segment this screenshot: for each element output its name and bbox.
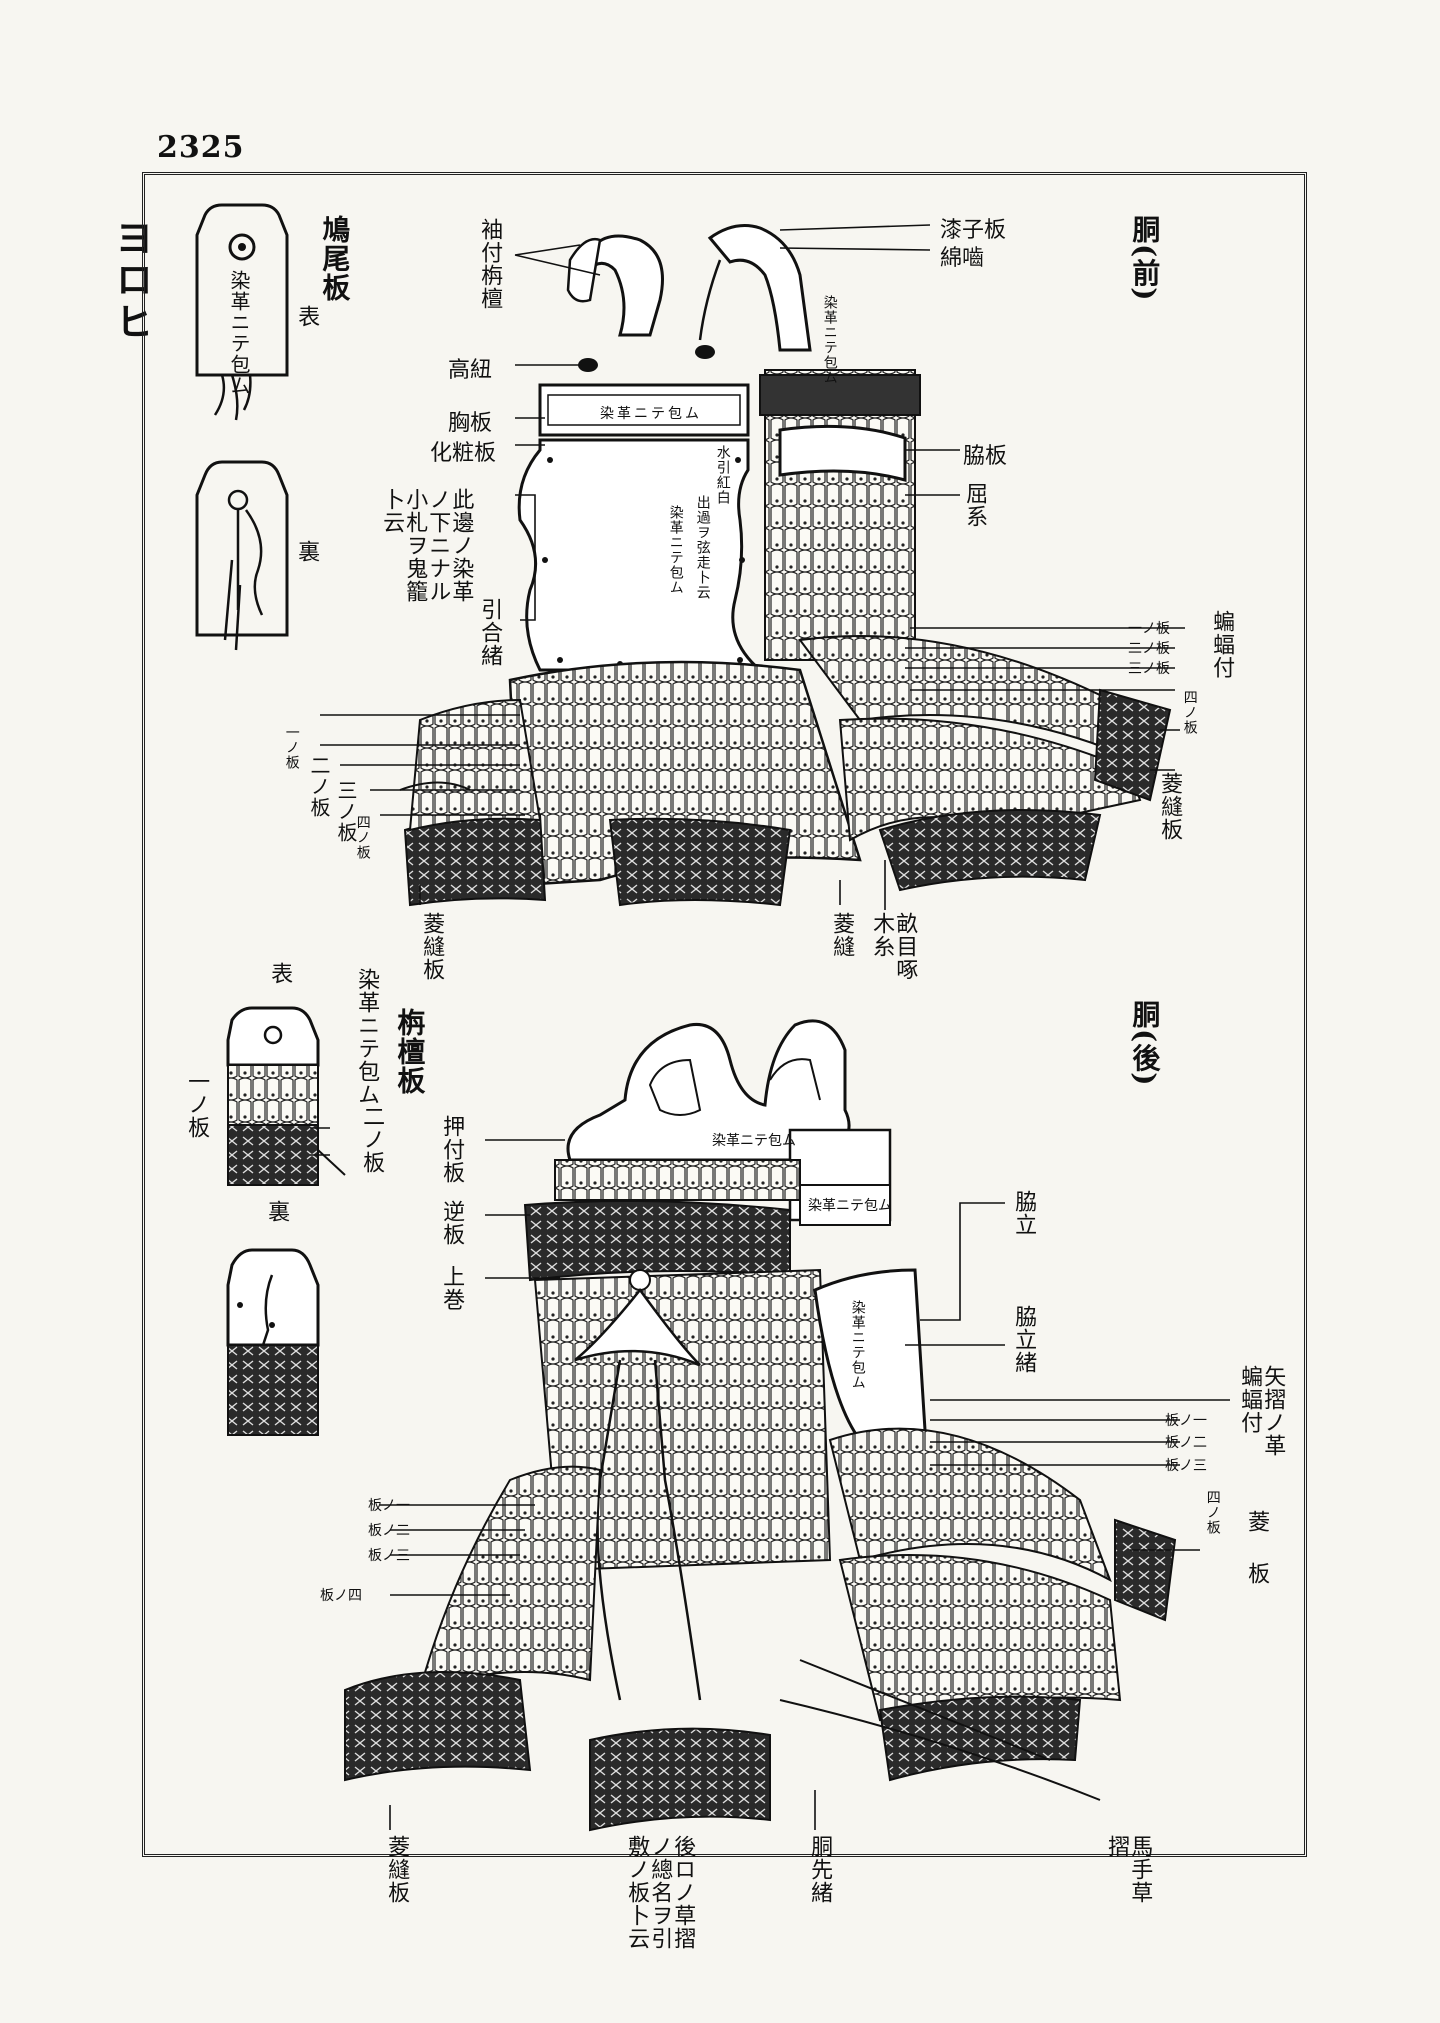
page-number: 2325 (157, 130, 245, 165)
kebiki-ita-label: 化粧板 (430, 441, 497, 466)
sendan-inner-label: 染革ニテ包ム (354, 968, 380, 1106)
watagami-label: 綿嚙 (940, 246, 985, 271)
kusazuri-note: 後ロノ草摺ノ總名ヲ引敷ノ板卜云 (624, 1835, 696, 1950)
oshitsuke-label: 押付板 (439, 1115, 465, 1184)
bottom-leader-lines (310, 1127, 1230, 1830)
sendan-omote-label: 表 (267, 962, 293, 985)
sodetsuke-label: 袖付栴檀 (477, 218, 503, 310)
mizuhiki-note2: 染革ニテ包ム (667, 505, 684, 595)
back-right-plate-1: 板ノ一 (1165, 1413, 1207, 1429)
side-title: ヨロヒ (109, 218, 154, 344)
waki-inner-label: 染革ニテ包ム (821, 295, 838, 385)
back-left-plate-2: 板ノ二 (368, 1523, 410, 1539)
back-inner-label: 染革ニテ包ム (712, 1133, 796, 1149)
do-front-heading: 胴(前) (1128, 215, 1162, 302)
hishinui-right-label: 菱縫板 (1157, 772, 1183, 841)
back-hishinui-label: 菱縫板 (384, 1835, 410, 1904)
left-plate-2: 二ノ板 (307, 755, 331, 818)
do-front-drawing (399, 224, 1172, 907)
wakidate-label: 脇立 (1011, 1190, 1037, 1236)
left-plate-1: 一ノ板 (283, 725, 300, 770)
left-plate-3: 三ノ板 (334, 780, 358, 843)
kyubi-omote-drawing (195, 203, 289, 421)
hishi-right-label: 菱板 (1244, 1510, 1270, 1614)
right-plate-3: 三ノ板 (1128, 661, 1170, 677)
hishinui-mid-label: 菱縫 (829, 912, 855, 958)
kyubi-inner-label: 染革ニテ包ム (227, 270, 251, 396)
left-plate-4: 四ノ板 (354, 815, 371, 860)
kakeo-label: 屈系 (962, 482, 988, 528)
sendan-ura-drawing (226, 1248, 320, 1436)
do-back-heading: 胴(後) (1128, 1000, 1162, 1087)
hishinui-left-label: 菱縫板 (419, 912, 445, 981)
mizuhiki-note: 出過ヲ弦走卜云 (694, 495, 711, 600)
top-leader-lines (320, 224, 1185, 910)
sendan-title: 栴檀板 (393, 1008, 427, 1095)
kyubi-title: 鳩尾板 (318, 215, 352, 302)
wakidate-inner-label: 染革ニテ包ム (849, 1300, 866, 1390)
dosaki-label: 胴先緒 (807, 1835, 833, 1904)
edge-note: 此邊ノ染革ノ下ニナル小札ヲ鬼籠卜云 (379, 488, 474, 603)
wakiita-label: 脇板 (963, 444, 1008, 469)
mizuhiki-label: 水引紅白 (714, 445, 731, 505)
komori-label: 蝙蝠付 (1209, 610, 1235, 679)
back-side-inner-label: 染革ニテ包ム (808, 1198, 892, 1214)
hikiawase-label: 引合緒 (477, 598, 503, 667)
kyubi-ura-label: 裏 (294, 540, 320, 563)
munaita-inner: 染革ニテ包ム (600, 406, 702, 422)
kyubi-ura-drawing (195, 460, 289, 651)
zoreita-label: 漆子板 (940, 218, 1007, 243)
right-plate-2: 二ノ板 (1128, 641, 1170, 657)
mate-kusazuri-label: 馬手草摺 (1104, 1835, 1153, 1904)
right-plate-1: 一ノ板 (1128, 621, 1170, 637)
sendan-ura-label: 裏 (264, 1200, 290, 1223)
sendan-ni-label: 二ノ板 (359, 1105, 385, 1174)
back-right-plate-4: 四ノ板 (1204, 1490, 1221, 1535)
plate-frame (142, 172, 1307, 1857)
right-plate-4: 四ノ板 (1181, 690, 1198, 735)
takahimo-label: 高紐 (448, 358, 493, 383)
back-right-plate-2: 板ノ二 (1165, 1435, 1207, 1451)
agemaki-label: 上巻 (439, 1265, 465, 1311)
back-left-plate-1: 板ノ一 (368, 1498, 410, 1514)
sakaita-label: 逆板 (439, 1200, 465, 1246)
sendan-omote-drawing (226, 1006, 346, 1186)
wakidate-o-label: 脇立緒 (1011, 1305, 1037, 1374)
sendan-ichi-label: 一ノ板 (184, 1070, 210, 1139)
kazamori-label: 畝目啄木糸 (869, 912, 918, 981)
munaita-label: 胸板 (448, 411, 493, 436)
back-left-plate-4: 板ノ四 (320, 1588, 362, 1604)
back-right-plate-3: 板ノ三 (1165, 1458, 1207, 1474)
back-left-plate-3: 板ノ三 (368, 1548, 410, 1564)
kyubi-omote-label: 表 (294, 305, 320, 328)
yazuri-label: 矢摺ノ革蝙蝠付 (1237, 1365, 1286, 1457)
do-back-drawing (344, 1019, 1177, 1832)
